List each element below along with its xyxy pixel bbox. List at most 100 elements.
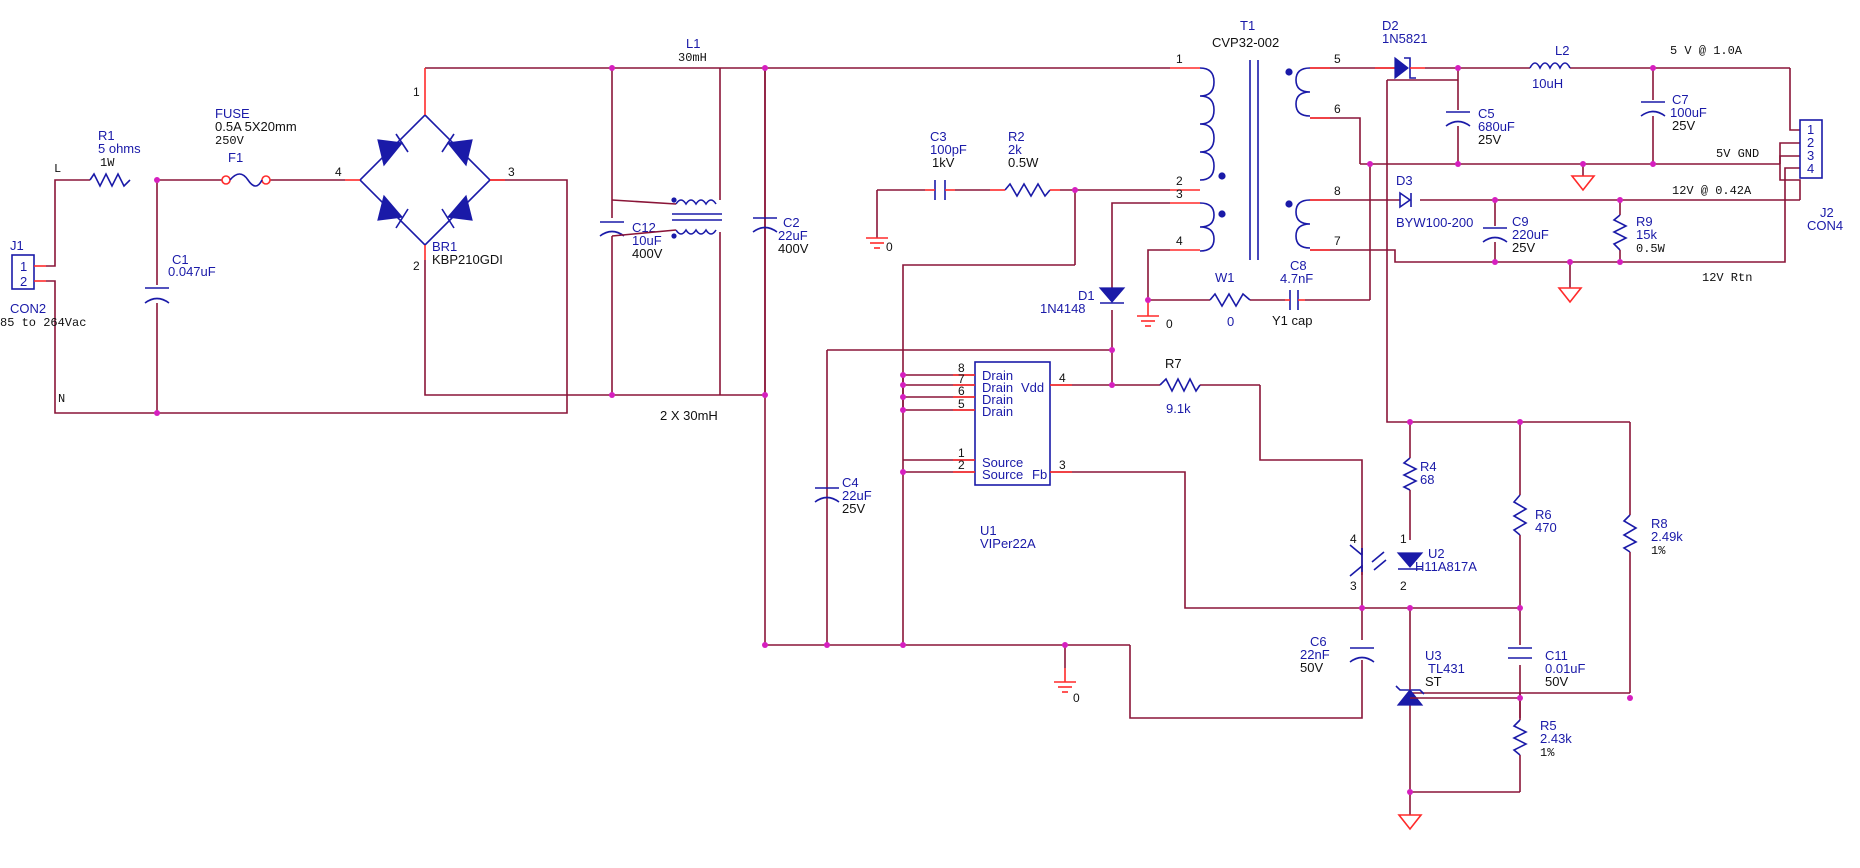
diode-d3: D3 BYW100-200 <box>1396 173 1473 230</box>
br1-pin-2: 2 <box>413 259 420 273</box>
u1-pin-label-source-2: Source <box>982 467 1023 482</box>
c8-note: Y1 cap <box>1272 313 1312 328</box>
c2-value: 22uF <box>778 228 808 243</box>
capacitor-c4: C4 22uF 25V <box>814 475 872 516</box>
fuse-f1: FUSE 0.5A 5X20mm 250V F1 <box>215 106 297 187</box>
d3-ref: D3 <box>1396 173 1413 188</box>
u1-pin-label-vdd: Vdd <box>1021 380 1044 395</box>
u2-pin-3: 3 <box>1350 579 1357 593</box>
fuse-rating: 250V <box>215 134 245 148</box>
c7-ref: C7 <box>1672 92 1689 107</box>
ground-bottom: 0 <box>1054 668 1080 705</box>
u1-pin-label-source-1: Source <box>982 455 1023 470</box>
r6-value: 470 <box>1535 520 1557 535</box>
c12-rating: 400V <box>632 246 663 261</box>
j2-pin-2: 2 <box>1807 135 1814 150</box>
c4-value: 22uF <box>842 488 872 503</box>
fuse-ref: F1 <box>228 150 243 165</box>
wires <box>46 67 1801 815</box>
resistor-r6: R6 470 <box>1512 494 1557 536</box>
ground-left-label: 0 <box>886 240 893 254</box>
resistor-r5: R5 2.43k 1% <box>1512 718 1572 760</box>
ground-mid-label: 0 <box>1166 317 1173 331</box>
t1-value: CVP32-002 <box>1212 35 1279 50</box>
diode-d2: D2 1N5821 <box>1375 18 1428 80</box>
transformer-t1: 1 2 3 4 5 6 7 8 T1 CVP32-002 <box>1170 18 1341 260</box>
resistor-r1: R1 5 ohms 1W <box>89 128 141 188</box>
c7-value: 100uF <box>1670 105 1707 120</box>
net-12v-rtn-label: 12V Rtn <box>1702 271 1752 285</box>
connector-j2: 1 2 3 4 J2 CON4 <box>1799 119 1843 233</box>
capacitor-c9: C9 220uF 25V <box>1482 214 1549 255</box>
r4-value: 68 <box>1420 472 1434 487</box>
c2-ref: C2 <box>783 215 800 230</box>
c11-rating: 50V <box>1545 674 1568 689</box>
c5-value: 680uF <box>1478 119 1515 134</box>
ground-12v <box>1557 287 1583 304</box>
j1-pin-2: 2 <box>20 274 27 289</box>
c11-value: 0.01uF <box>1545 661 1586 676</box>
ground-mid: 0 <box>1137 300 1173 331</box>
u1-pin-label-fb: Fb <box>1032 467 1047 482</box>
j2-pin-3: 3 <box>1807 148 1814 163</box>
r1-rating: 1W <box>100 156 115 170</box>
l1-note: 2 X 30mH <box>660 408 718 423</box>
u1-pin-label-drain-2: Drain <box>982 380 1013 395</box>
j1-value: CON2 <box>10 301 46 316</box>
r6-ref: R6 <box>1535 507 1552 522</box>
r1-value: 5 ohms <box>98 141 141 156</box>
c1-ref: C1 <box>172 252 189 267</box>
capacitor-c8: C8 4.7nF Y1 cap <box>1272 258 1313 328</box>
c3-ref: C3 <box>930 129 947 144</box>
ground-feedback <box>1397 814 1423 831</box>
fuse-value: 0.5A 5X20mm <box>215 119 297 134</box>
c7-rating: 25V <box>1672 118 1695 133</box>
u2-pin-1: 1 <box>1400 532 1407 546</box>
c12-value: 10uF <box>632 233 662 248</box>
br1-value: KBP210GDI <box>432 252 503 267</box>
capacitor-c6: C6 22nF 50V <box>1300 634 1375 675</box>
c2-rating: 400V <box>778 241 809 256</box>
d2-value: 1N5821 <box>1382 31 1428 46</box>
r2-value: 2k <box>1008 142 1022 157</box>
u1-pin-6: 6 <box>958 384 965 398</box>
l2-value: 10uH <box>1532 76 1563 91</box>
jumper-w1: W1 0 <box>1209 270 1251 329</box>
t1-ref: T1 <box>1240 18 1255 33</box>
u1-pin-4: 4 <box>1059 371 1066 385</box>
u1-pin-5: 5 <box>958 397 965 411</box>
capacitor-c7: C7 100uF 25V <box>1640 92 1707 133</box>
u1-pin-2: 2 <box>958 458 965 472</box>
br1-pin-3: 3 <box>508 165 515 179</box>
r1-ref: R1 <box>98 128 115 143</box>
c9-rating: 25V <box>1512 240 1535 255</box>
connector-j1: 1 2 J1 CON2 85 to 264Vac <box>0 238 86 330</box>
capacitor-c11: C11 0.01uF 50V <box>1508 647 1586 689</box>
r2-ref: R2 <box>1008 129 1025 144</box>
c3-rating: 1kV <box>932 155 955 170</box>
t1-pin-7: 7 <box>1334 234 1341 248</box>
r5-value: 2.43k <box>1540 731 1572 746</box>
u1-value: VIPer22A <box>980 536 1036 551</box>
resistor-r4: R4 68 <box>1402 457 1437 491</box>
t1-pin-5: 5 <box>1334 52 1341 66</box>
ic-u1: 8 7 6 5 4 1 2 3 Drain Drain Drain Drain … <box>953 361 1072 551</box>
j2-pin-1: 1 <box>1807 122 1814 137</box>
d1-ref: D1 <box>1078 288 1095 303</box>
br1-ref: BR1 <box>432 239 457 254</box>
c5-ref: C5 <box>1478 106 1495 121</box>
u3-ref: U3 <box>1425 648 1442 663</box>
br1-pin-4: 4 <box>335 165 342 179</box>
j1-pin-1: 1 <box>20 259 27 274</box>
r5-tolerance: 1% <box>1540 746 1555 760</box>
net-5v-label: 5 V @ 1.0A <box>1670 44 1743 58</box>
br1-pin-1: 1 <box>413 85 420 99</box>
u3-value: TL431 <box>1428 661 1465 676</box>
l1-ref: L1 <box>686 36 700 51</box>
bridge-rectifier-br1: 4 3 1 2 BR1 KBP210GDI <box>335 68 515 273</box>
r2-rating: 0.5W <box>1008 155 1039 170</box>
u2-pin-4: 4 <box>1350 532 1357 546</box>
net-5v-gnd-label: 5V GND <box>1716 147 1759 161</box>
c9-ref: C9 <box>1512 214 1529 229</box>
j1-ref: J1 <box>10 238 24 253</box>
